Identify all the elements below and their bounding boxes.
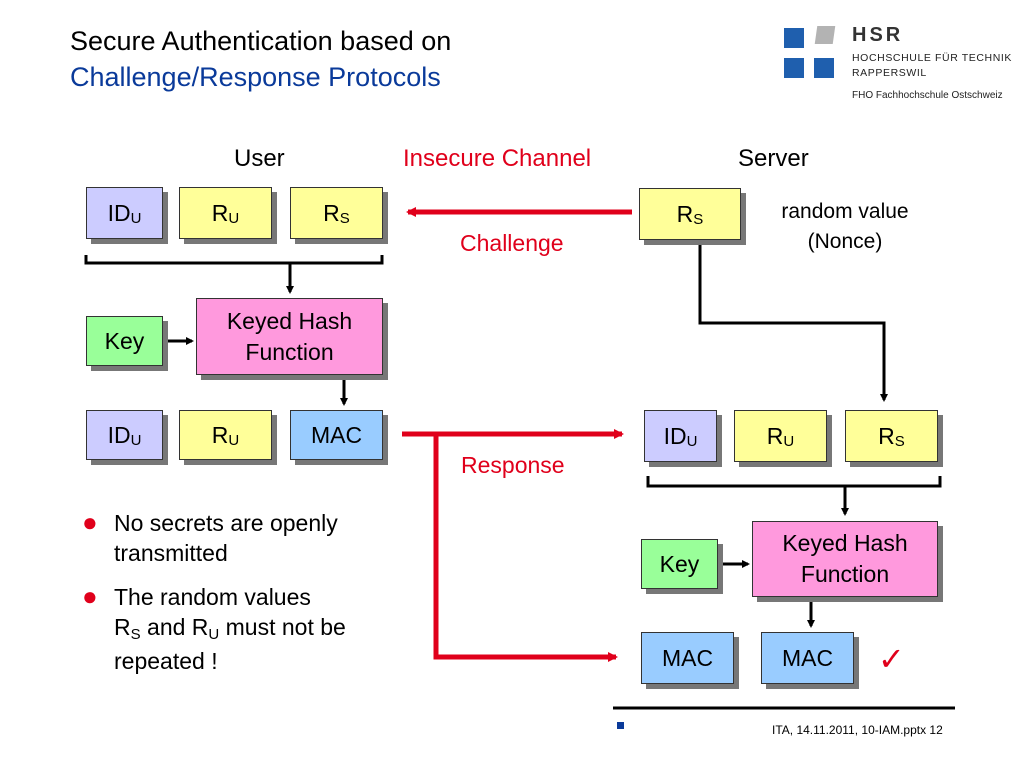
computed-mac-box: MAC xyxy=(761,632,854,684)
logo-line2: RAPPERSWIL xyxy=(852,67,927,79)
logo-square-1 xyxy=(784,28,804,48)
server-bracket xyxy=(646,476,942,488)
logo-name: HSR xyxy=(852,24,904,46)
slide-title-line2: Challenge/Response Protocols xyxy=(70,62,441,92)
user-mac-box: MAC xyxy=(290,410,383,460)
bullet-item-1: ●No secrets are openly transmitted xyxy=(82,507,338,566)
user-header: User xyxy=(234,145,285,172)
server-key-box: Key xyxy=(641,539,718,589)
footer-text: ITA, 14.11.2011, 10-IAM.pptx 12 xyxy=(772,723,943,737)
footer-square xyxy=(617,722,624,729)
nonce-path xyxy=(698,244,888,402)
logo-square-3 xyxy=(784,58,804,78)
challenge-label: Challenge xyxy=(460,230,564,256)
bullet-list: ●No secrets are openly transmitted ●The … xyxy=(80,507,400,690)
insecure-channel-header: Insecure Channel xyxy=(403,145,592,172)
server-header: Server xyxy=(738,145,809,172)
logo-line1: HOCHSCHULE FÜR TECHNIK xyxy=(852,52,1013,64)
nonce-label: random value (Nonce) xyxy=(765,197,925,257)
nonce-line1: random value xyxy=(781,200,909,223)
checkmark-icon: ✓ xyxy=(878,640,905,678)
received-mac-box: MAC xyxy=(641,632,734,684)
response-label: Response xyxy=(461,452,565,478)
user-key-box: Key xyxy=(86,316,163,366)
user-bracket xyxy=(84,255,384,265)
logo-square-4 xyxy=(814,58,834,78)
logo-line3: FHO Fachhochschule Ostschweiz xyxy=(852,90,1003,101)
response-mac-arrow xyxy=(433,434,618,662)
nonce-line2: (Nonce) xyxy=(807,230,883,253)
slide-title-line1: Secure Authentication based on xyxy=(70,26,452,56)
